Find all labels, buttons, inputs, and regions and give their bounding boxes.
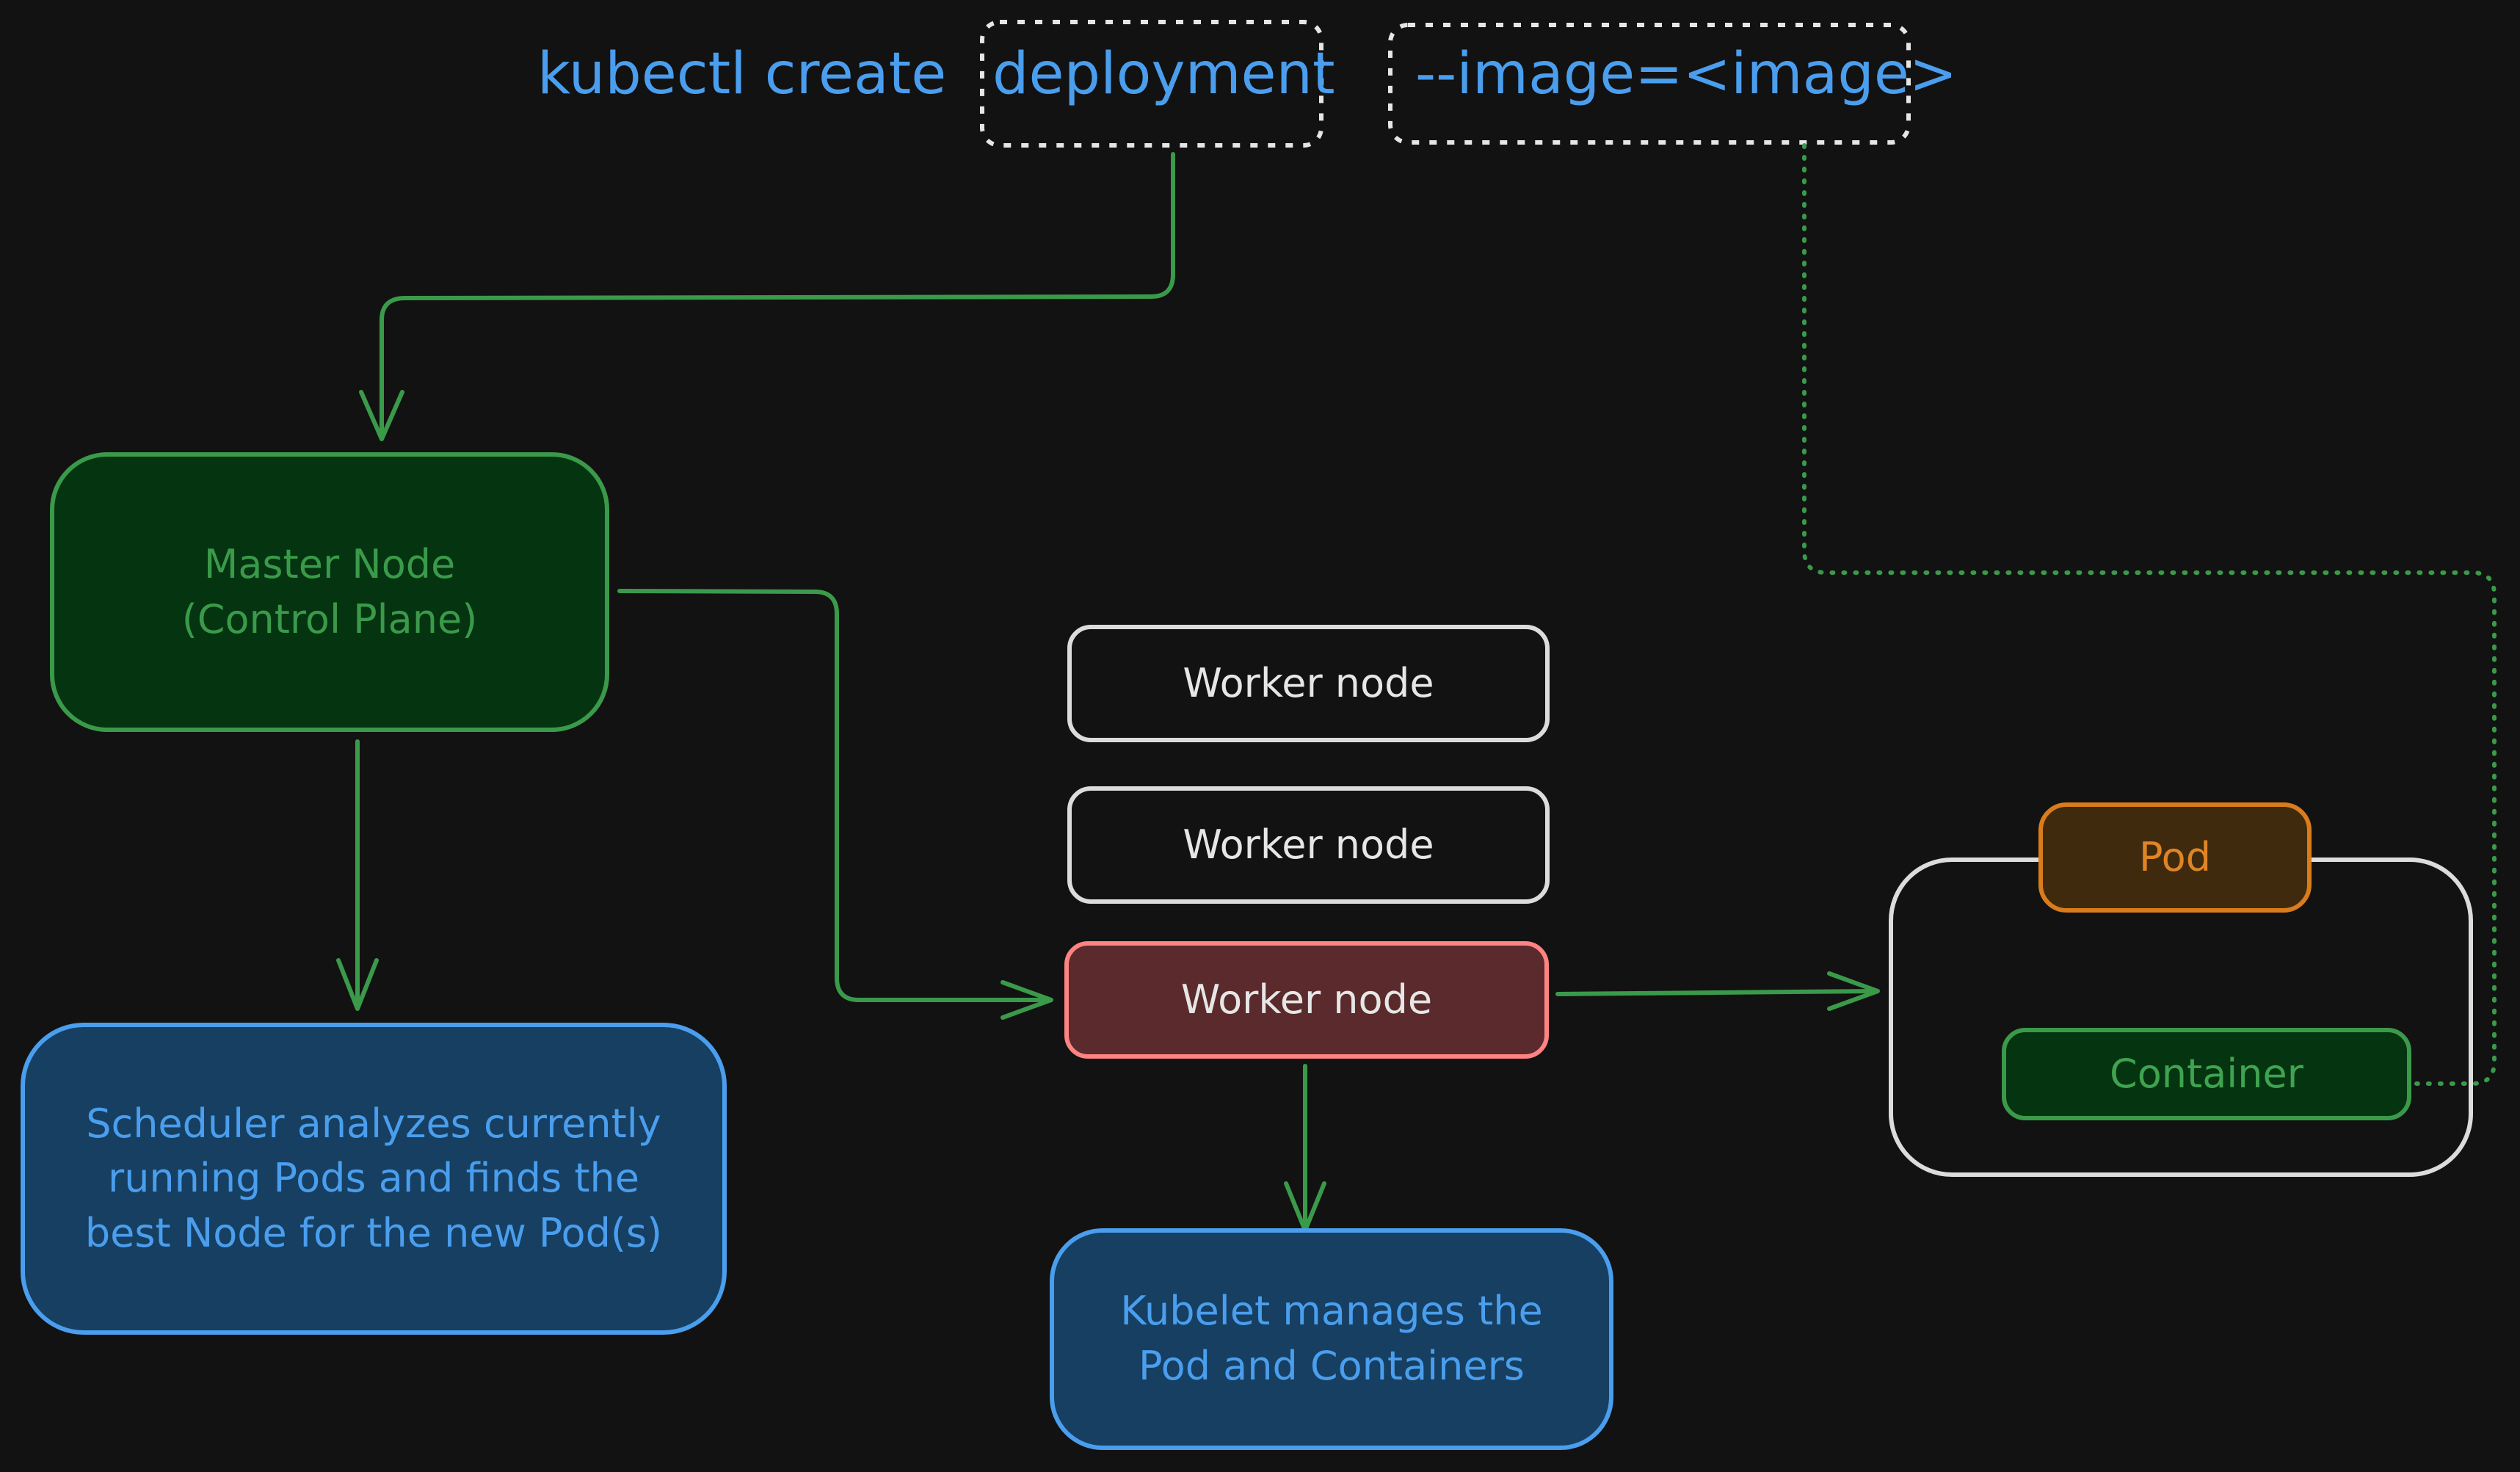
worker-node-label: Worker node: [1180, 976, 1433, 1023]
arrow-worker-to-pod: [1555, 989, 1874, 996]
arrowhead-scheduler: [336, 958, 379, 1011]
arrowhead-pod: [1827, 971, 1880, 1011]
scheduler-note-text: Scheduler analyzes currently running Pod…: [84, 1100, 663, 1256]
kubelet-note[interactable]: Kubelet manages the Pod and Containers: [1050, 1228, 1613, 1450]
pod-label-box[interactable]: Pod: [2038, 802, 2312, 913]
kubelet-note-text: Kubelet manages the Pod and Containers: [1120, 1288, 1543, 1389]
arrowhead-worker: [1001, 980, 1053, 1020]
deployment-highlight-frame: [980, 20, 1323, 148]
scheduler-note[interactable]: Scheduler analyzes currently running Pod…: [21, 1023, 727, 1335]
worker-node-2[interactable]: Worker node: [1067, 786, 1550, 904]
arrow-deployment-to-master: [380, 152, 1175, 435]
dotted-link-image-to-container: [1802, 143, 2497, 1086]
container-label: Container: [2110, 1050, 2303, 1097]
command-subcommand: deployment: [992, 41, 1335, 107]
container-box[interactable]: Container: [2002, 1028, 2411, 1120]
master-node[interactable]: Master Node (Control Plane): [50, 452, 609, 732]
arrow-master-to-worker: [617, 589, 1048, 1002]
command-image-flag: --image=<image>: [1415, 41, 1958, 107]
master-node-label: Master Node (Control Plane): [181, 540, 478, 642]
arrowhead-master: [359, 390, 404, 441]
image-flag-highlight-frame: [1388, 23, 1911, 145]
pod-label: Pod: [2139, 833, 2211, 880]
worker-node-selected[interactable]: Worker node: [1064, 941, 1549, 1059]
worker-node-1[interactable]: Worker node: [1067, 625, 1550, 742]
command-prefix: kubectl create: [537, 41, 947, 107]
worker-node-label: Worker node: [1183, 821, 1434, 868]
worker-node-label: Worker node: [1183, 659, 1434, 706]
